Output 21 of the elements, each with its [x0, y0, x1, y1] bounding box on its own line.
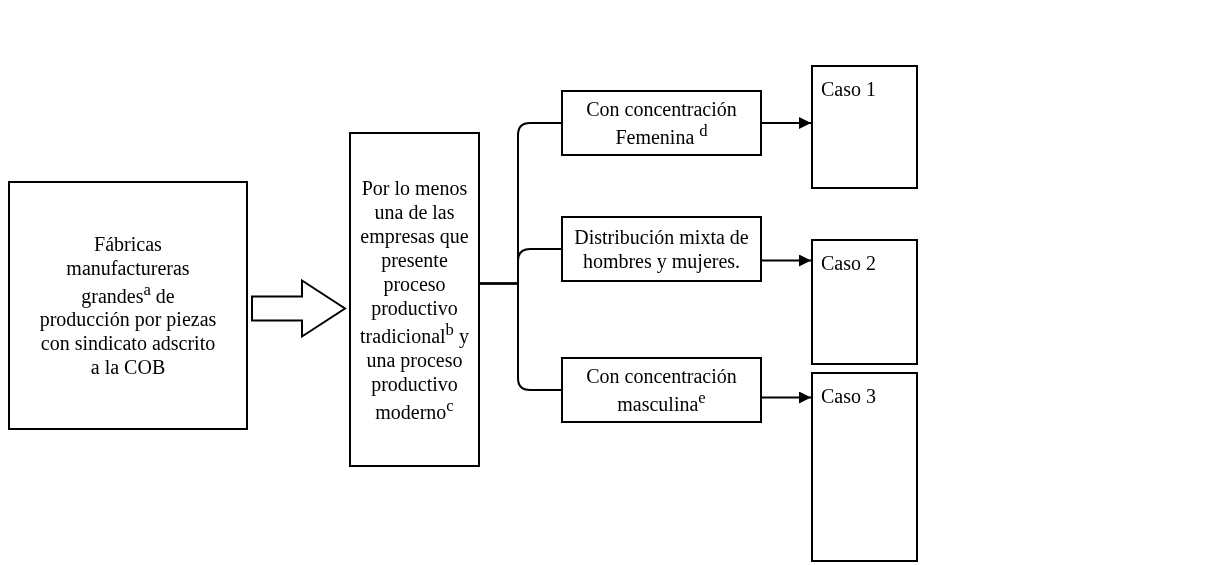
arrow	[761, 391, 812, 404]
box-text: Por lo menos una de las empresas que presente proceso productivo tradicional$^{b}$ y una proceso productivo moderno$^{c}$	[359, 175, 470, 424]
case-box	[811, 65, 918, 189]
box-text: Caso 1	[821, 77, 876, 101]
category-box	[561, 216, 762, 282]
category-box	[561, 90, 762, 156]
category-box	[561, 357, 762, 423]
case-box	[811, 239, 918, 365]
box-text: Caso 3	[821, 384, 876, 408]
case-box	[811, 372, 918, 562]
box-text: Fábricas manufactureras grandes$^{a}$ de producción por piezas con sindicato adscrito a la COB	[38, 231, 218, 380]
process-box	[8, 181, 248, 430]
arrow	[761, 254, 812, 267]
box-text: Con concentración masculina$^{e}$	[585, 364, 738, 416]
arrow	[761, 117, 812, 129]
block-arrow	[251, 278, 347, 339]
criteria-box	[349, 132, 480, 467]
box-text: Distribución mixta de hombres y mujeres.	[573, 225, 750, 273]
box-text: Caso 2	[821, 251, 876, 275]
bracket-connector	[479, 282, 562, 391]
box-text: Con concentración Femenina $^{d}$	[585, 97, 738, 149]
